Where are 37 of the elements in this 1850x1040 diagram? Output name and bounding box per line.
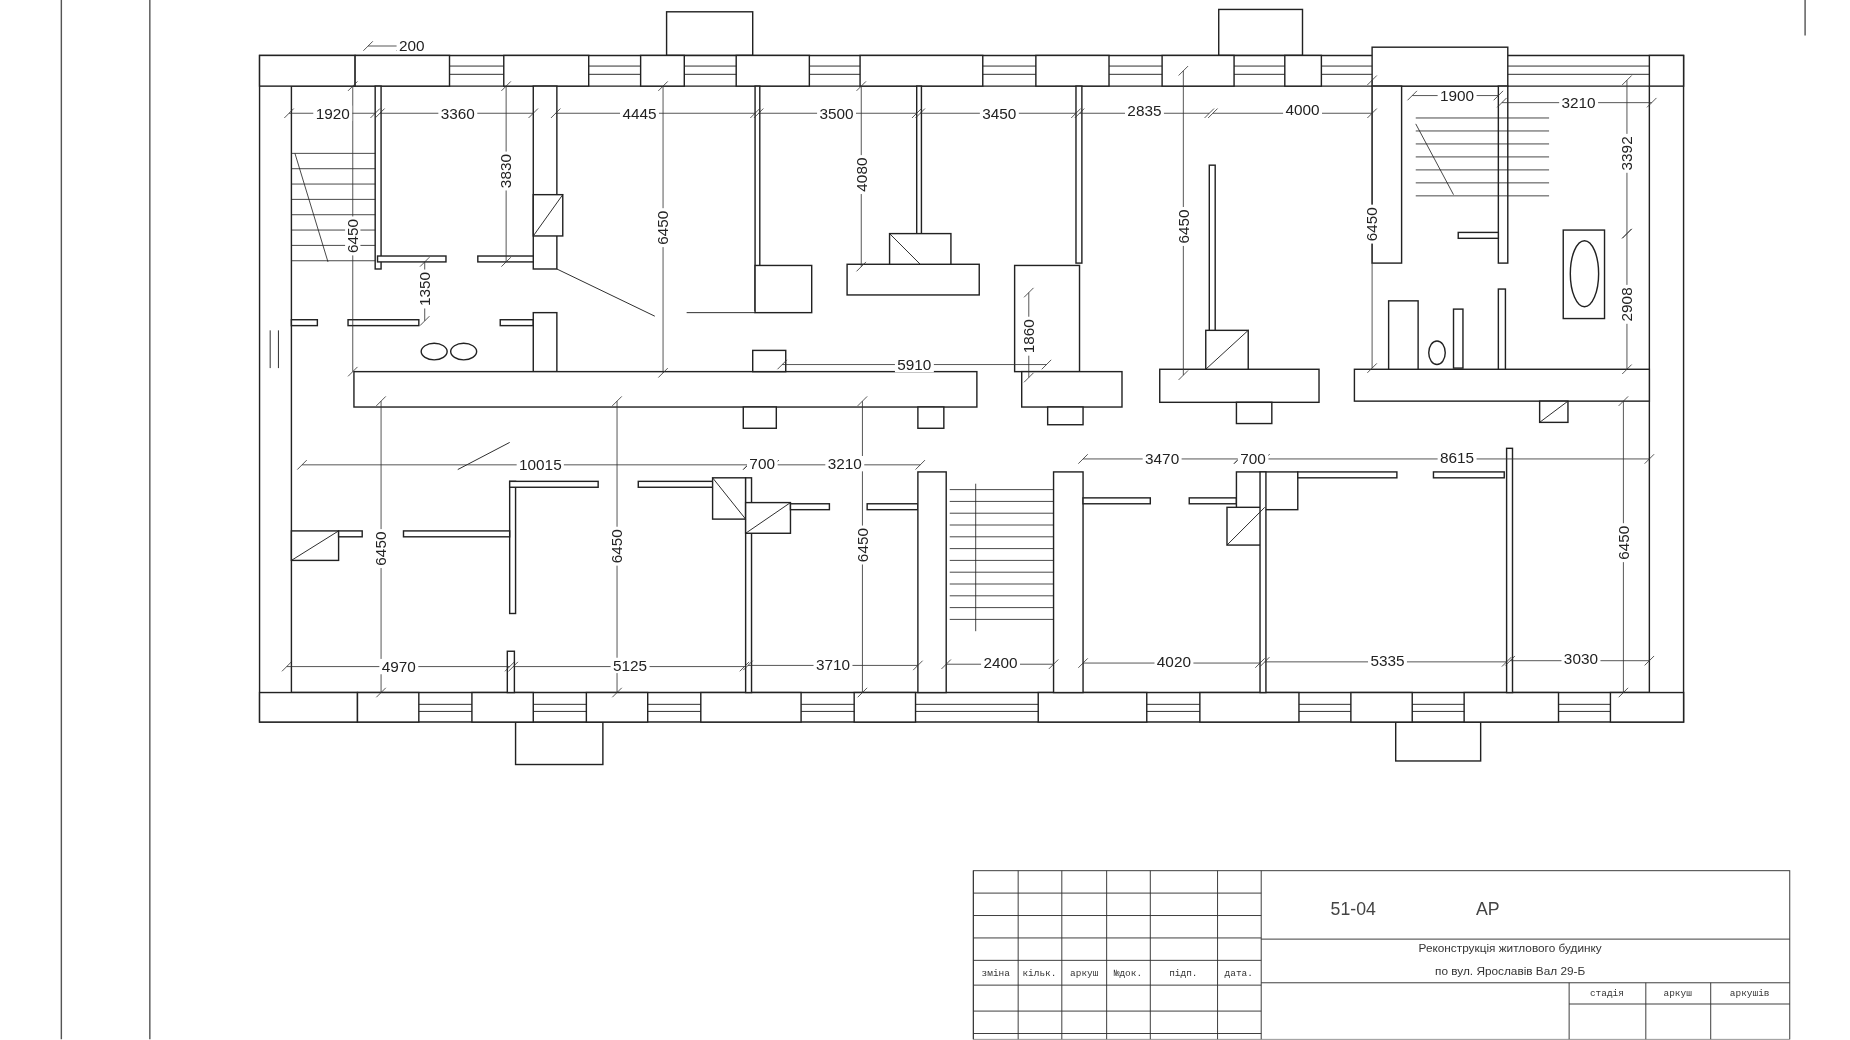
- dimension-label: 5335: [1368, 653, 1407, 669]
- dimension-label: 2835: [1125, 103, 1164, 119]
- column-header: дата.: [1224, 968, 1253, 979]
- dimension-label: 8615: [1437, 450, 1477, 466]
- dimension-label: 3470: [1142, 451, 1182, 467]
- dimension-label: 3392: [1619, 133, 1635, 173]
- column-header: аркуш: [1663, 988, 1692, 999]
- dimension-label: 1860: [1021, 316, 1037, 356]
- dimension-label: 3210: [825, 456, 865, 472]
- project-title: Реконструкція житлового будинку: [1418, 942, 1602, 955]
- dimension-label: 200: [396, 38, 427, 54]
- column-header: стадія: [1589, 988, 1624, 999]
- drawing-code: 51-04: [1330, 899, 1376, 918]
- project-title: по вул. Ярославів Вал 29-Б: [1435, 965, 1586, 977]
- drawing-code: АР: [1475, 899, 1500, 918]
- dimension-label: 4970: [379, 658, 419, 675]
- column-header: зміна: [981, 968, 1010, 979]
- dimension-label: 10015: [516, 457, 565, 473]
- dimension-label: 3830: [498, 151, 514, 191]
- dimension-label: 4020: [1154, 654, 1194, 670]
- dimension-label: 4000: [1283, 102, 1322, 118]
- column-header: кільк.: [1022, 968, 1057, 979]
- dimension-label: 6450: [345, 216, 361, 256]
- dimension-label: 6450: [655, 208, 671, 248]
- dimension-label: 700: [1237, 451, 1269, 467]
- dimension-label: 1350: [417, 269, 433, 309]
- dimension-label: 2400: [981, 655, 1020, 671]
- dimension-label: 700: [747, 456, 778, 472]
- dimension-label: 6450: [1364, 204, 1380, 244]
- column-header: підп.: [1169, 968, 1198, 979]
- column-header: №док.: [1113, 968, 1143, 979]
- dimension-label: 6450: [373, 529, 389, 569]
- column-header: аркушів: [1729, 988, 1770, 999]
- column-header: аркуш: [1070, 968, 1099, 979]
- dimension-label: 5125: [610, 657, 650, 674]
- dimension-label: 6450: [609, 526, 625, 566]
- dimension-label: 2908: [1619, 284, 1635, 324]
